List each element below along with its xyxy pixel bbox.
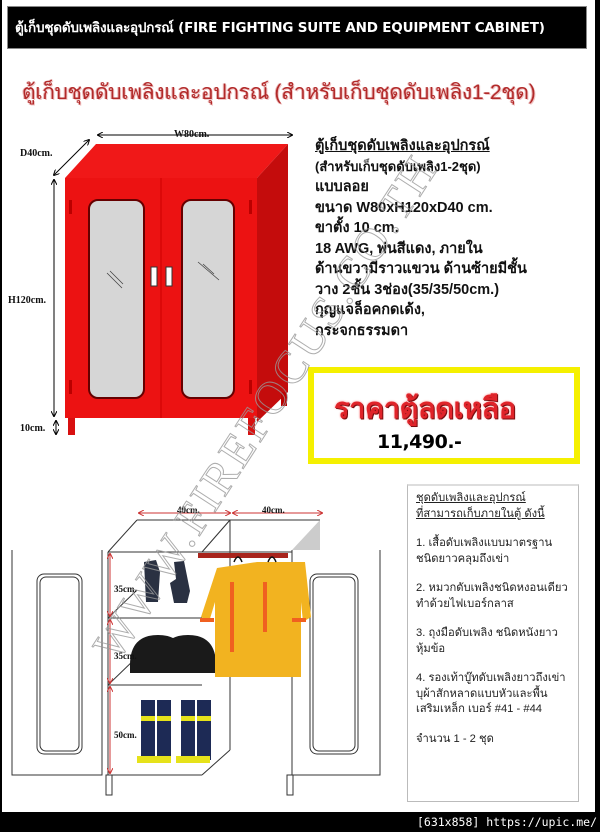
helmets-icon — [130, 635, 224, 673]
equipment-list-item: 4. รองเท้าบู๊ทดับเพลิงยาวถึงเข่า บุผ้าสั… — [416, 672, 566, 715]
equipment-list-item: 2. หมวกดับเพลิงชนิดหงอนเดียวทำด้วยไฟเบอร… — [416, 582, 568, 610]
spec-subtitle: (สำหรับเก็บชุดดับเพลิง1-2ชุด) — [315, 158, 481, 174]
price-box: ราคาตู้ลดเหลือ 11,490.- — [308, 367, 580, 464]
equipment-quantity: จำนวน 1 - 2 ชุด — [416, 732, 494, 745]
spec-line: วาง 2ชั้น 3ช่อง(35/35/50cm.) — [315, 281, 500, 298]
spec-line: กระจกธรรมดา — [315, 322, 409, 339]
equipment-list-title-line: ชุดดับเพลิงและอุปกรณ์ — [416, 492, 526, 504]
interior-right-width-label: 40cm. — [262, 505, 285, 515]
equipment-list-item: 3. ถุงมือดับเพลิง ชนิดหนังยาวหุ้มข้อ — [416, 627, 558, 655]
depth-label: D40cm. — [20, 148, 53, 159]
spec-line: ขาตั้ง 10 cm. — [315, 220, 399, 236]
price-label: ราคาตู้ลดเหลือ — [334, 393, 516, 425]
image-size-caption: [631x858] https://upic.me/ — [416, 815, 597, 829]
product-sheet: ตู้เก็บชุดดับเพลิงและอุปกรณ์ (FIRE FIGHT… — [2, 0, 595, 812]
spec-line: ด้านขวามีราวแขวน ด้านซ้ายมีชั้น — [315, 261, 527, 277]
spec-title: ตู้เก็บชุดดับเพลิงและอุปกรณ์ — [315, 138, 490, 154]
spec-block: ตู้เก็บชุดดับเพลิงและอุปกรณ์ (สำหรับเก็บ… — [315, 136, 595, 341]
shelf-label-bottom: 50cm. — [114, 730, 137, 740]
width-label: W80cm. — [174, 129, 210, 140]
equipment-list-item: 1. เสื้อดับเพลิงแบบมาตรฐานชนิดยาวคลุมถึง… — [416, 537, 553, 565]
price-value: 11,490.- — [377, 431, 462, 453]
equipment-list-title-line: ที่สามารถเก็บภายในตู้ ดังนี้ — [416, 507, 545, 520]
interior-left-width-label: 40cm. — [177, 505, 200, 515]
shelf-label-top: 35cm. — [114, 584, 137, 594]
shelf-label-middle: 35cm. — [114, 651, 137, 661]
height-label: H120cm. — [8, 295, 47, 306]
cabinet-illustration — [2, 130, 302, 435]
gloves-icon — [144, 560, 190, 603]
spec-line: กุญแจล็อคกดเด้ง, — [315, 302, 425, 318]
main-title: ตู้เก็บชุดดับเพลิงและอุปกรณ์ (สำหรับเก็บ… — [22, 81, 536, 104]
spec-line: ขนาด W80xH120xD40 cm. — [315, 199, 493, 216]
spec-line: แบบลอย — [315, 179, 369, 195]
interior-illustration — [11, 490, 381, 796]
equipment-list-title: ชุดดับเพลิงและอุปกรณ์ ที่สามารถเก็บภายใน… — [416, 491, 570, 522]
spec-line: 18 AWG, พ่นสีแดง, ภายใน — [315, 240, 483, 257]
leg-label: 10cm. — [20, 423, 46, 434]
equipment-list: ชุดดับเพลิงและอุปกรณ์ ที่สามารถเก็บภายใน… — [407, 484, 579, 802]
boots-icon — [137, 700, 211, 763]
fire-suit-icon — [200, 556, 311, 677]
header-bar: ตู้เก็บชุดดับเพลิงและอุปกรณ์ (FIRE FIGHT… — [7, 6, 587, 49]
